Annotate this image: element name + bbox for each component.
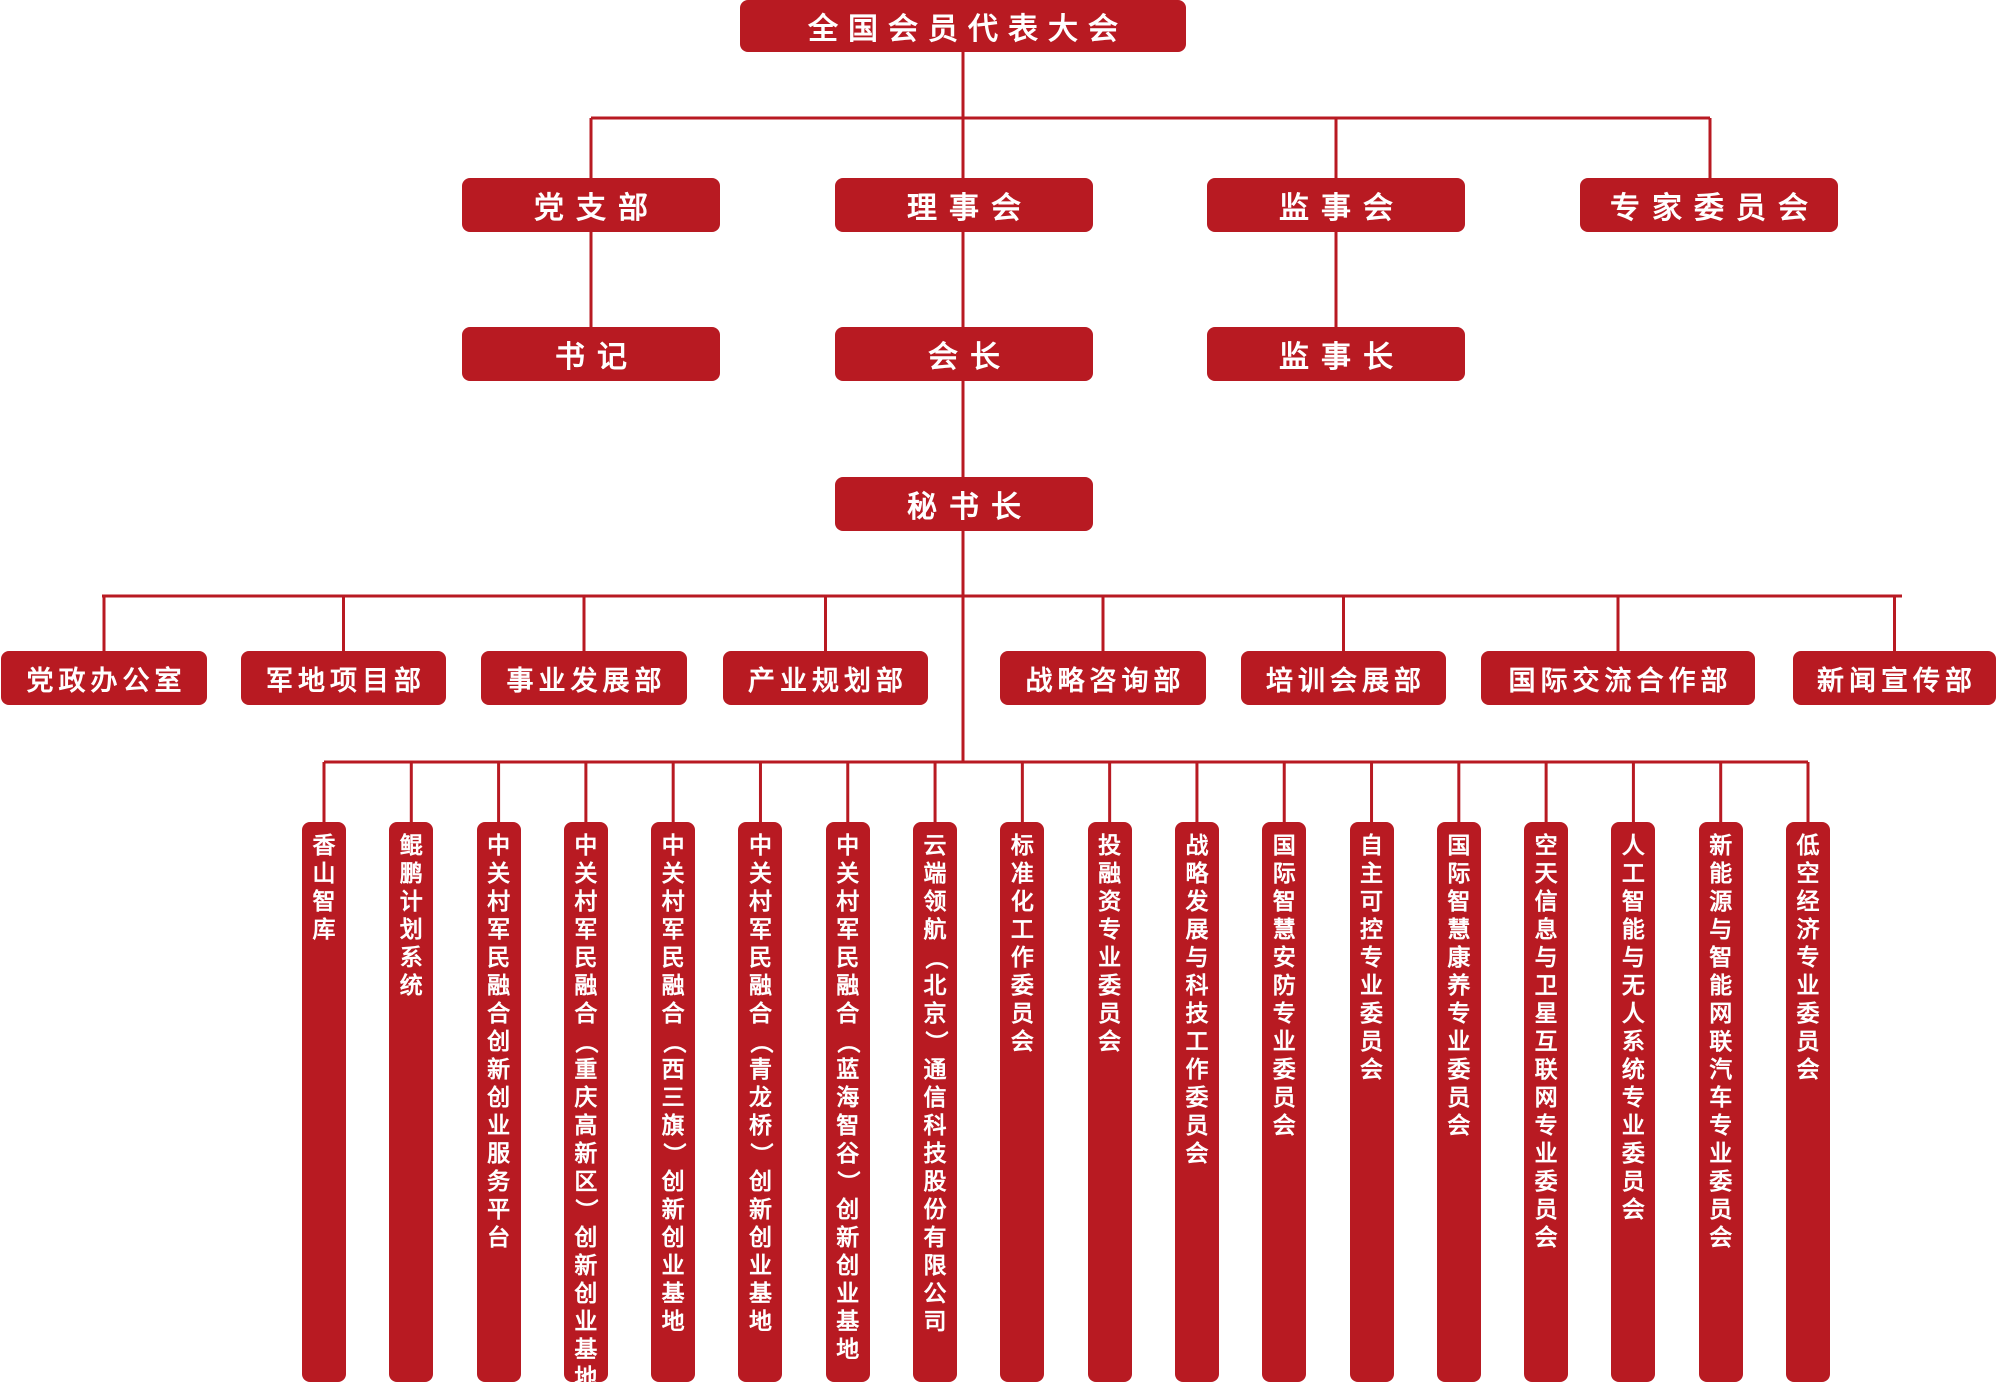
supervisory-board-box: 监事会 — [1207, 178, 1465, 232]
secretary-general-box: 秘书长 — [835, 477, 1093, 531]
committee-box: 中关村军民融合创新创业服务平台 — [476, 822, 521, 1382]
party-secretary-box: 书记 — [462, 327, 720, 381]
committee-box: 国际智慧康养专业委员会 — [1436, 822, 1481, 1382]
president-box: 会长 — [835, 327, 1093, 381]
expert-committee-box: 专家委员会 — [1580, 178, 1838, 232]
department-box: 党政办公室 — [1, 651, 207, 705]
department-box: 国际交流合作部 — [1481, 651, 1755, 705]
committee-box: 中关村军民融合（青龙桥）创新创业基地 — [738, 822, 783, 1382]
committee-box: 战略发展与科技工作委员会 — [1174, 822, 1219, 1382]
committee-box: 香山智库 — [302, 822, 346, 1382]
committee-box: 云端领航（北京）通信科技股份有限公司 — [913, 822, 958, 1382]
council-box: 理事会 — [835, 178, 1093, 232]
party-branch-box: 党支部 — [462, 178, 720, 232]
chief-supervisor-box: 监事长 — [1207, 327, 1465, 381]
department-box: 军地项目部 — [241, 651, 446, 705]
department-box: 培训会展部 — [1241, 651, 1446, 705]
committee-box: 中关村军民融合（蓝海智谷）创新创业基地 — [825, 822, 870, 1382]
committee-box: 国际智慧安防专业委员会 — [1262, 822, 1307, 1382]
national-congress-box: 全国会员代表大会 — [740, 0, 1186, 52]
department-box: 新闻宣传部 — [1793, 651, 1996, 705]
committee-box: 投融资专业委员会 — [1087, 822, 1132, 1382]
committee-box: 自主可控专业委员会 — [1349, 822, 1394, 1382]
committee-box: 人工智能与无人系统专业委员会 — [1611, 822, 1656, 1382]
committee-box: 低空经济专业委员会 — [1786, 822, 1830, 1382]
department-box: 战略咨询部 — [1000, 651, 1206, 705]
committee-box: 鲲鹏计划系统 — [389, 822, 434, 1382]
committee-box: 中关村军民融合（西三旗）创新创业基地 — [651, 822, 696, 1382]
committee-box: 空天信息与卫星互联网专业委员会 — [1524, 822, 1569, 1382]
committee-box: 标准化工作委员会 — [1000, 822, 1045, 1382]
committee-box: 新能源与智能网联汽车专业委员会 — [1698, 822, 1743, 1382]
committee-box: 中关村军民融合（重庆高新区）创新创业基地 — [563, 822, 608, 1382]
department-box: 产业规划部 — [723, 651, 928, 705]
department-box: 事业发展部 — [481, 651, 687, 705]
